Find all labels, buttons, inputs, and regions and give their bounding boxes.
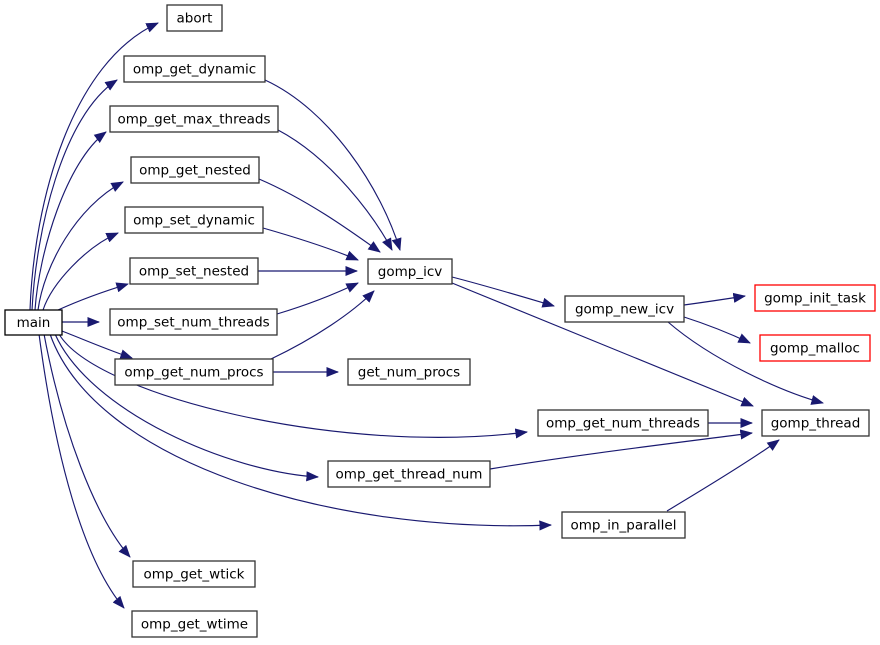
node-abort[interactable]: abort xyxy=(166,4,223,32)
edge-main-omp_get_dynamic xyxy=(31,79,118,311)
node-gomp_thread-label: gomp_thread xyxy=(771,416,861,432)
node-gomp_thread-box xyxy=(761,409,870,437)
node-gomp_icv[interactable]: gomp_icv xyxy=(367,258,453,285)
node-gomp_new_icv-label: gomp_new_icv xyxy=(575,302,674,318)
node-omp_get_wtime-box xyxy=(131,610,258,638)
node-omp_set_num_threads-label: omp_set_num_threads xyxy=(117,315,269,331)
node-gomp_new_icv-box xyxy=(564,295,685,323)
edge-omp_get_num_procs-gomp_icv xyxy=(270,290,375,360)
node-omp_get_num_threads[interactable]: omp_get_num_threads xyxy=(537,409,709,437)
edge-omp_get_dynamic-gomp_icv xyxy=(264,79,402,251)
node-omp_get_thread_num[interactable]: omp_get_thread_num xyxy=(327,460,491,488)
node-omp_get_dynamic[interactable]: omp_get_dynamic xyxy=(123,55,266,83)
node-abort-label: abort xyxy=(177,11,213,27)
edge-main-omp_set_nested xyxy=(57,282,129,311)
edge-gomp_icv-gomp_new_icv xyxy=(451,276,555,308)
edge-main-abort xyxy=(29,22,159,311)
edge-omp_get_thread_num-gomp_thread xyxy=(489,429,754,470)
node-gomp_thread[interactable]: gomp_thread xyxy=(761,409,870,437)
node-omp_get_dynamic-box xyxy=(123,55,266,83)
edge-gomp_icv-gomp_thread xyxy=(451,282,754,407)
node-gomp_init_task[interactable]: gomp_init_task xyxy=(754,284,876,312)
node-get_num_procs-label: get_num_procs xyxy=(358,365,460,381)
node-omp_get_thread_num-box xyxy=(327,460,491,488)
node-omp_set_num_threads-box xyxy=(109,308,278,336)
node-omp_set_num_threads[interactable]: omp_set_num_threads xyxy=(109,308,278,336)
node-gomp_icv-label: gomp_icv xyxy=(378,264,442,280)
edge-gomp_new_icv-gomp_malloc xyxy=(683,316,751,344)
edge-main-omp_get_num_threads xyxy=(58,333,529,439)
edge-omp_set_num_threads-gomp_icv xyxy=(276,282,359,315)
edge-omp_in_parallel-gomp_thread xyxy=(666,439,780,512)
node-omp_get_max_threads[interactable]: omp_get_max_threads xyxy=(109,105,279,133)
edge-omp_get_max_threads-gomp_icv xyxy=(277,129,393,251)
node-omp_get_num_procs-box xyxy=(114,358,274,386)
edge-gomp_new_icv-gomp_init_task xyxy=(683,292,746,306)
node-omp_get_max_threads-label: omp_get_max_threads xyxy=(117,112,270,128)
node-omp_in_parallel-box xyxy=(561,511,686,539)
node-omp_get_wtick[interactable]: omp_get_wtick xyxy=(132,560,256,588)
edge-omp_get_nested-gomp_icv xyxy=(258,178,381,253)
node-omp_get_wtime-label: omp_get_wtime xyxy=(141,617,248,633)
edge-main-omp_in_parallel xyxy=(49,333,553,531)
node-main-box xyxy=(4,309,63,336)
node-omp_set_dynamic-label: omp_set_dynamic xyxy=(133,213,255,229)
node-gomp_init_task-box xyxy=(754,284,876,312)
edge-main-omp_get_wtime xyxy=(38,333,125,609)
node-omp_set_nested-box xyxy=(129,257,259,285)
node-abort-box xyxy=(166,4,223,32)
node-omp_get_thread_num-label: omp_get_thread_num xyxy=(336,467,483,483)
node-gomp_new_icv[interactable]: gomp_new_icv xyxy=(564,295,685,323)
node-omp_get_nested-label: omp_get_nested xyxy=(139,163,251,179)
node-omp_get_num_procs[interactable]: omp_get_num_procs xyxy=(114,358,274,386)
edge-main-omp_get_wtick xyxy=(43,333,131,558)
node-omp_set_dynamic-box xyxy=(124,206,264,234)
node-omp_in_parallel[interactable]: omp_in_parallel xyxy=(561,511,686,539)
node-main: main xyxy=(4,309,63,336)
edge-omp_set_dynamic-gomp_icv xyxy=(262,227,359,261)
node-omp_get_num_threads-label: omp_get_num_threads xyxy=(546,416,700,432)
edges-layer xyxy=(29,22,824,609)
node-omp_get_max_threads-box xyxy=(109,105,279,133)
node-omp_get_nested[interactable]: omp_get_nested xyxy=(130,156,260,184)
node-main-label: main xyxy=(17,315,51,331)
node-omp_in_parallel-label: omp_in_parallel xyxy=(570,518,676,534)
node-gomp_malloc-box xyxy=(759,334,871,362)
edge-main-omp_get_thread_num xyxy=(54,333,320,482)
node-get_num_procs[interactable]: get_num_procs xyxy=(347,358,471,386)
node-gomp_malloc[interactable]: gomp_malloc xyxy=(759,334,871,362)
edge-main-omp_get_max_threads xyxy=(34,131,107,311)
node-omp_get_wtick-label: omp_get_wtick xyxy=(144,567,245,583)
node-omp_set_nested[interactable]: omp_set_nested xyxy=(129,257,259,285)
node-omp_get_nested-box xyxy=(130,156,260,184)
node-omp_get_num_threads-box xyxy=(537,409,709,437)
node-gomp_init_task-label: gomp_init_task xyxy=(764,291,866,307)
node-omp_set_dynamic[interactable]: omp_set_dynamic xyxy=(124,206,264,234)
node-gomp_icv-box xyxy=(367,258,453,285)
node-omp_get_wtick-box xyxy=(132,560,256,588)
edge-main-omp_get_num_procs xyxy=(61,330,133,360)
edge-main-omp_get_nested xyxy=(37,181,124,311)
edge-main-omp_set_dynamic xyxy=(42,232,119,311)
edge-gomp_new_icv-gomp_thread xyxy=(667,321,824,405)
node-gomp_malloc-label: gomp_malloc xyxy=(770,341,860,357)
node-omp_get_num_procs-label: omp_get_num_procs xyxy=(124,365,263,381)
nodes-layer: main abort omp_get_dynamic omp_get_max_t… xyxy=(4,4,876,638)
node-get_num_procs-box xyxy=(347,358,471,386)
node-omp_get_wtime[interactable]: omp_get_wtime xyxy=(131,610,258,638)
node-omp_set_nested-label: omp_set_nested xyxy=(139,264,249,280)
node-omp_get_dynamic-label: omp_get_dynamic xyxy=(133,62,256,78)
